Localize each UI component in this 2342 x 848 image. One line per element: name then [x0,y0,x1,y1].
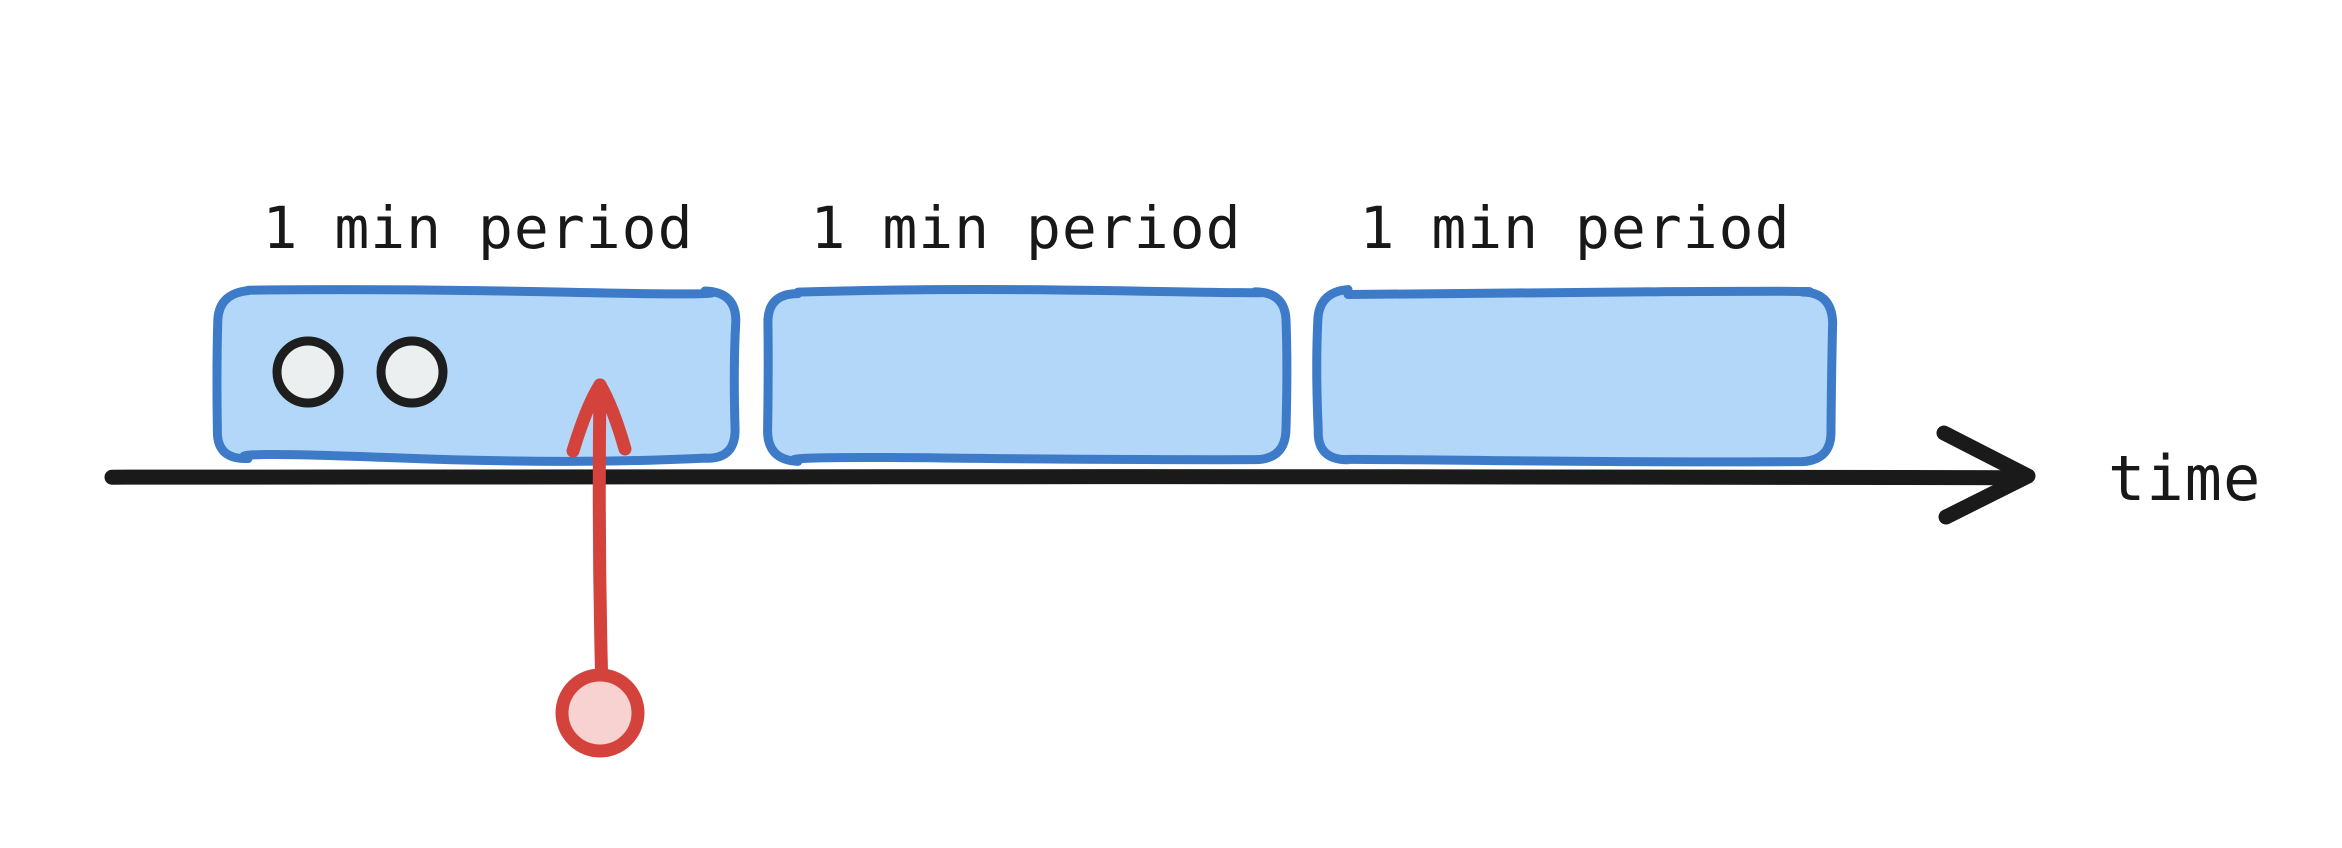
period-box-3[interactable] [1312,285,1838,467]
time-axis-label: time [2108,442,2261,515]
data-point-2[interactable] [376,336,448,408]
pointer-shaft [592,378,608,679]
period-labels-group: 1 min period 1 min period 1 min period [262,194,1790,262]
time-axis-group: time [104,425,2261,525]
time-axis-line [104,469,2030,486]
pointer-marker-circle[interactable] [555,668,645,758]
pointer-arrowhead-icon [566,378,632,458]
period-box-2[interactable] [763,284,1292,466]
period-label-1: 1 min period [262,194,693,262]
query-pointer-group [555,378,645,758]
period-label-2: 1 min period [810,194,1241,262]
data-point-1[interactable] [272,336,344,408]
arrow-right-icon [1936,425,2036,525]
period-boxes-group [212,284,1838,467]
period-box-2-shape[interactable] [763,284,1292,466]
period-box-3-shape[interactable] [1312,285,1838,467]
events-group [272,336,448,408]
period-label-3: 1 min period [1359,194,1790,262]
